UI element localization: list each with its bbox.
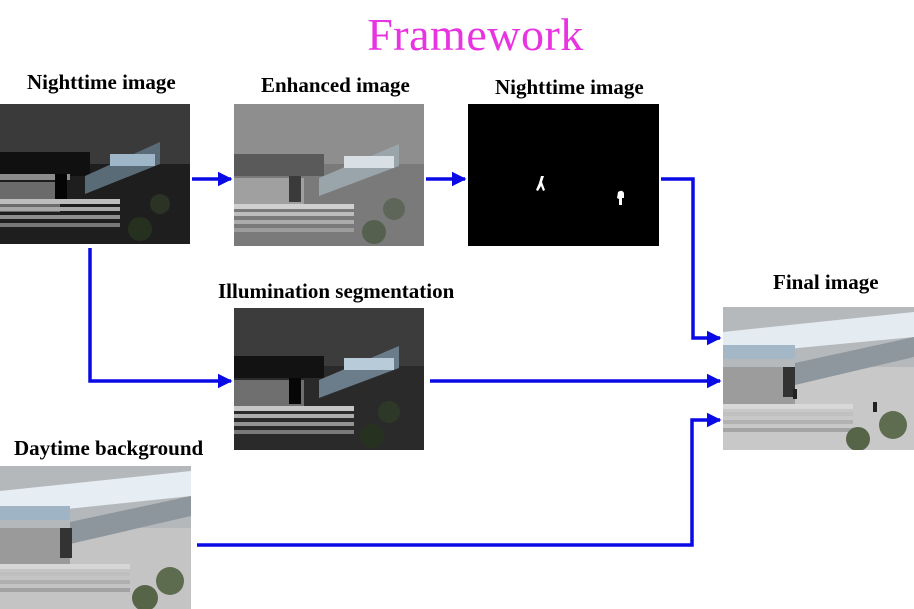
arrow-mask-to-final <box>661 177 722 346</box>
enhanced-image-photo <box>234 104 424 246</box>
daytime-background-label: Daytime background <box>14 436 204 460</box>
daytime-background-photo <box>0 466 191 609</box>
illumination-segmentation-photo <box>234 308 424 450</box>
diagram-title: Framework <box>367 9 584 60</box>
nighttime-image-photo <box>0 104 190 244</box>
mask-image-label: Nighttime image <box>495 75 644 99</box>
enhanced-image-label: Enhanced image <box>261 73 410 97</box>
final-image-label: Final image <box>773 270 879 294</box>
nighttime-image-label: Nighttime image <box>27 70 176 94</box>
illumination-segmentation-label: Illumination segmentation <box>218 279 455 303</box>
arrow-night-to-illumination <box>88 248 233 389</box>
foreground-mask-image <box>468 104 659 246</box>
final-image-photo <box>723 307 914 450</box>
arrow-daytime-to-final <box>197 412 722 547</box>
